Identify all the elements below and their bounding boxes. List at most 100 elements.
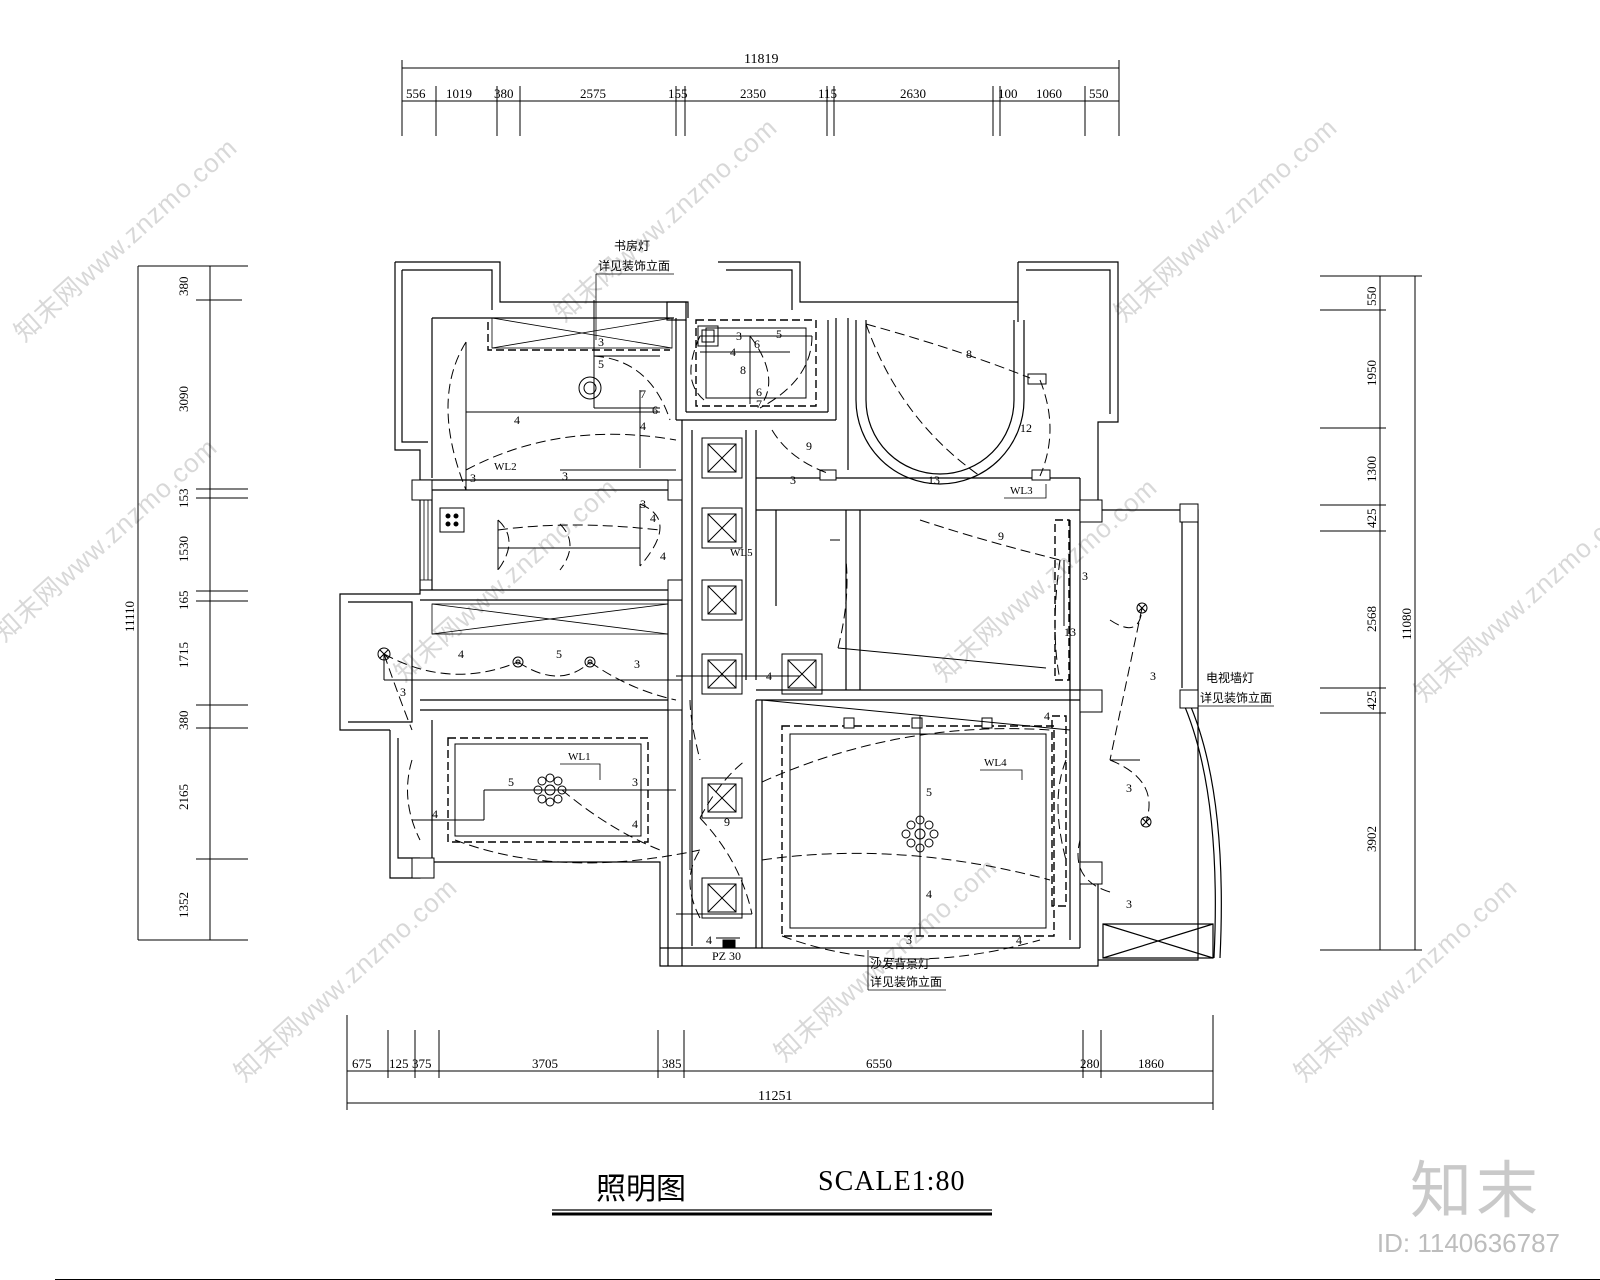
dim-label: 556: [406, 86, 426, 101]
dim-label: 1300: [1364, 456, 1379, 482]
wire-count: 3: [1126, 897, 1132, 911]
wire-count: 5: [598, 357, 604, 371]
wire-count: 3: [1082, 569, 1088, 583]
right-dimension-chain: [1320, 275, 1422, 951]
square-ceiling-light: [701, 877, 743, 919]
wire-count: 4: [766, 669, 772, 683]
circuit-tag-frames: [560, 484, 1047, 780]
dim-label: 3705: [532, 1056, 558, 1071]
dim-label: 1715: [176, 642, 191, 668]
dim-top-total: 11819: [744, 52, 778, 67]
dim-label: 2575: [580, 86, 606, 101]
wire-count-labels: 4 3 3 3 5 7 6 4 3 5 6 4 8 6 7 8 12 13 9 …: [400, 327, 1156, 947]
wire-count: 3: [906, 933, 912, 947]
dim-label: 153: [176, 489, 191, 509]
square-ceiling-light: [701, 507, 743, 549]
dim-label: 11080: [1399, 608, 1414, 640]
dim-label: 280: [1080, 1056, 1100, 1071]
circuit-tag: WL5: [730, 547, 753, 559]
dim-label: 380: [176, 277, 191, 297]
columns: [411, 479, 1199, 885]
wire-count: 5: [508, 775, 514, 789]
dim-label: 1860: [1138, 1056, 1164, 1071]
downlight: [584, 656, 596, 668]
dim-label: 155: [668, 86, 688, 101]
circuit-tag: WL3: [1010, 485, 1033, 497]
dim-label: 2165: [176, 784, 191, 810]
wire-count: 6: [756, 385, 762, 399]
wire-count: 3: [790, 473, 796, 487]
callout-study-light-ref: 详见装饰立面: [598, 258, 670, 273]
square-ceiling-light: [439, 507, 465, 533]
downlight: [512, 656, 524, 668]
wire-count: 5: [776, 327, 782, 341]
wire-count: 4: [706, 933, 712, 947]
wire-count: 8: [966, 347, 972, 361]
callout-tv-light-ref: 详见装饰立面: [1200, 690, 1272, 705]
dim-label: 380: [176, 711, 191, 731]
wire-count: 3: [634, 657, 640, 671]
dim-label: 375: [412, 1056, 432, 1071]
wire-count: 4: [1044, 709, 1050, 723]
dim-label: 2630: [900, 86, 926, 101]
dim-label: 380: [494, 86, 514, 101]
dim-label: 6550: [866, 1056, 892, 1071]
wire-count: 3: [632, 775, 638, 789]
callout-tv-light: 电视墙灯: [1206, 670, 1254, 685]
wire-count: 13: [928, 473, 940, 487]
wall-lamps: [722, 373, 1051, 949]
dim-left-labels: 11110 380 3090 153 1530 165 1715 380 216…: [122, 277, 191, 919]
square-ceiling-light: [701, 437, 743, 479]
wire-count: 3: [400, 685, 406, 699]
dim-label: 425: [1364, 509, 1379, 529]
wire-count: 9: [724, 815, 730, 829]
panel-label: PZ 30: [712, 949, 741, 963]
wire-count: 4: [660, 549, 666, 563]
dim-label: 385: [662, 1056, 682, 1071]
wire-count: 6: [754, 337, 760, 351]
dim-label: 100: [998, 86, 1018, 101]
dim-label: 550: [1089, 86, 1109, 101]
wire-count: 7: [640, 387, 646, 401]
bathtub: [855, 320, 1025, 485]
wire-count: 4: [432, 807, 438, 821]
callout-leaders: [595, 273, 1274, 991]
dim-right-labels: 11080 550 1950 1300 425 2568 425 3902: [1364, 287, 1414, 853]
bottom-dimension-chain: [346, 1015, 1214, 1110]
circuit-tag: WL1: [568, 751, 591, 763]
callout-sofa-light-ref: 详见装饰立面: [870, 974, 942, 989]
dim-label: 675: [352, 1056, 372, 1071]
walls: [339, 261, 1222, 967]
drawing-scale: SCALE1:80: [818, 1166, 966, 1197]
dim-label: 1950: [1364, 360, 1379, 386]
dim-label: 1530: [176, 536, 191, 562]
wire-count: 8: [740, 363, 746, 377]
wire-count: 4: [640, 419, 646, 433]
dim-label: 550: [1364, 287, 1379, 307]
wire-count: 3: [562, 469, 568, 483]
dim-label: 165: [176, 591, 191, 611]
wire-count: 3: [1126, 781, 1132, 795]
dim-label: 125: [389, 1056, 409, 1071]
dim-label: 1352: [176, 892, 191, 918]
drawing-title: 照明图: [596, 1173, 686, 1206]
wire-count: 4: [458, 647, 464, 661]
dim-label: 11110: [122, 601, 137, 632]
dim-label: 2350: [740, 86, 766, 101]
top-dimension-chain: [401, 60, 1120, 136]
wiring-dashed: [383, 323, 1150, 960]
wire-count: 5: [926, 785, 932, 799]
wire-count: 3: [640, 497, 646, 511]
callout-study-light: 书房灯: [614, 238, 650, 253]
circuit-tag: WL2: [494, 461, 517, 473]
wiring-solid: [383, 300, 1140, 939]
dim-label: 3090: [176, 386, 191, 412]
wire-count: 9: [806, 439, 812, 453]
square-ceiling-light: [701, 579, 743, 621]
dim-label: 115: [818, 86, 837, 101]
callouts: 书房灯 详见装饰立面 电视墙灯 详见装饰立面 沙发背景灯 详见装饰立面 PZ 3…: [598, 238, 1272, 989]
wire-count: 3: [1150, 669, 1156, 683]
wire-count: 12: [1020, 421, 1032, 435]
dim-bottom-total: 11251: [758, 1089, 792, 1104]
